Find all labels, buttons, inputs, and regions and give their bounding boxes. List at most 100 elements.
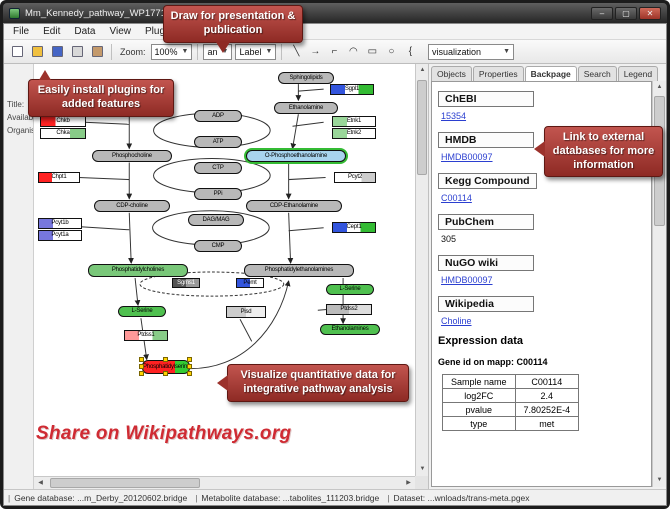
selection-handle[interactable]: [139, 357, 144, 362]
node-sgpl1[interactable]: Sgpl1: [330, 84, 374, 95]
node-adp[interactable]: ADP: [194, 110, 242, 122]
node-l-serine[interactable]: L-Serine: [326, 284, 374, 295]
label-combo[interactable]: Label▼: [235, 43, 277, 60]
node-cdp-choline[interactable]: CDP-choline: [94, 200, 170, 212]
paste-icon[interactable]: [88, 43, 106, 61]
external-link-hmdb[interactable]: HMDB00097: [441, 152, 493, 162]
line-tool[interactable]: ╲: [287, 43, 305, 61]
open-folder-icon[interactable]: [28, 43, 46, 61]
node-pisd[interactable]: Pisd: [226, 306, 266, 318]
node-atp[interactable]: ATP: [194, 136, 242, 148]
tab-legend[interactable]: Legend: [617, 66, 659, 81]
selection-handle[interactable]: [139, 371, 144, 376]
window-title: Mm_Kennedy_pathway_WP1771_45176.gpml: [25, 7, 221, 19]
copy-icon[interactable]: [68, 43, 86, 61]
selection-handle[interactable]: [163, 371, 168, 376]
scroll-down-icon[interactable]: ▼: [656, 477, 663, 483]
menu-file[interactable]: File: [13, 26, 30, 37]
node-ethanolamines[interactable]: Ethanolamines: [320, 324, 380, 335]
horizontal-scroll-thumb[interactable]: [50, 478, 200, 488]
node-ctp[interactable]: CTP: [194, 162, 242, 174]
external-link-kegg-compound[interactable]: C00114: [441, 193, 472, 203]
callout-text: Easily install plugins for added feature…: [37, 84, 165, 110]
selection-handle[interactable]: [187, 357, 192, 362]
scroll-down-icon[interactable]: ▼: [419, 466, 426, 472]
node-cept1[interactable]: Cept1: [332, 222, 376, 233]
node-chpt1[interactable]: Chpt1: [38, 172, 80, 183]
oval-tool[interactable]: ○: [382, 43, 400, 61]
zoom-combo[interactable]: 100% ▼: [150, 43, 193, 60]
tab-objects[interactable]: Objects: [431, 66, 472, 81]
node-dag-mag[interactable]: DAG/MAG: [188, 214, 244, 226]
node-pcyt2[interactable]: Pcyt2: [334, 172, 376, 183]
new-file-icon[interactable]: [8, 43, 26, 61]
callout-text: Draw for presentation & publication: [170, 10, 296, 36]
external-link-chebi[interactable]: 15354: [441, 111, 467, 121]
chevron-down-icon: ▼: [503, 48, 510, 55]
node-chkb[interactable]: Chkb: [40, 116, 86, 127]
scroll-up-icon[interactable]: ▲: [656, 84, 663, 90]
menu-plugins[interactable]: Plugins: [144, 26, 178, 37]
node-pcyt1b[interactable]: Pcyt1b: [38, 218, 82, 229]
external-link-nugo-wiki[interactable]: HMDB00097: [441, 275, 493, 285]
canvas-horizontal-scrollbar[interactable]: ◀ ▶: [34, 476, 415, 489]
arrow-tool[interactable]: →: [306, 43, 324, 61]
node-chka[interactable]: Chka: [40, 128, 86, 139]
brace-tool[interactable]: {: [401, 43, 419, 61]
selection-handle[interactable]: [163, 357, 168, 362]
node-o-phosphoethanolamine[interactable]: O-Phosphoethanolamine: [246, 150, 346, 162]
node-ptdss2[interactable]: Ptdss2: [326, 304, 372, 315]
status-gene-database: Gene database: ...m_Derby_20120602.bridg…: [14, 492, 188, 503]
status-metabolite-database: Metabolite database: ...tabolites_111203…: [201, 492, 380, 503]
selection-handle[interactable]: [187, 364, 192, 369]
copy-icon-glyph: [71, 46, 83, 57]
maximize-button[interactable]: ▢: [615, 6, 637, 20]
menu-edit[interactable]: Edit: [43, 26, 61, 37]
expression-data-heading: Expression data: [438, 335, 523, 347]
info-label-available: Available: [7, 113, 34, 122]
node-ppi[interactable]: PPi: [194, 188, 242, 200]
visualization-combo[interactable]: visualization ▼: [428, 43, 514, 60]
vertical-scroll-thumb[interactable]: [417, 80, 427, 175]
node-cmp[interactable]: CMP: [194, 240, 242, 252]
menu-view[interactable]: View: [109, 26, 131, 37]
tab-search[interactable]: Search: [577, 66, 617, 81]
node-phosphatidylethanolamines[interactable]: Phosphatidylethanolamines: [244, 264, 354, 277]
node-ethanolamine[interactable]: Ethanolamine: [274, 102, 338, 114]
node-l-serine[interactable]: L-Serine: [118, 306, 166, 317]
node-cdp-ethanolamine[interactable]: CDP-Ethanolamine: [246, 200, 342, 212]
node-phosphatidylcholines[interactable]: Phosphatidylcholines: [88, 264, 188, 277]
tab-backpage[interactable]: Backpage: [524, 66, 577, 81]
database-header-pubchem: PubChem: [438, 214, 534, 230]
canvas-vertical-scrollbar[interactable]: ▲ ▼: [415, 64, 428, 476]
toolbar-separator: [281, 43, 283, 60]
selection-handle[interactable]: [187, 371, 192, 376]
node-sgms1[interactable]: Sgms1: [172, 278, 200, 288]
node-phosphocholine[interactable]: Phosphocholine: [92, 150, 172, 162]
toolbar-separator: [111, 43, 112, 60]
tab-properties[interactable]: Properties: [472, 66, 524, 81]
node-sphingolipids[interactable]: Sphingolipids: [278, 72, 334, 84]
selection-handle[interactable]: [139, 364, 144, 369]
external-link-wikipedia[interactable]: Choline: [441, 316, 472, 326]
scroll-right-icon[interactable]: ▶: [406, 480, 411, 486]
node-pemt[interactable]: Pemt: [236, 278, 264, 288]
save-icon[interactable]: [48, 43, 66, 61]
node-ptdss1[interactable]: Ptdss1: [124, 330, 168, 341]
close-button[interactable]: ✕: [639, 6, 661, 20]
pathway-canvas[interactable]: SphingolipidsEthanolamineCholineADPATPPh…: [34, 64, 415, 476]
node-pcyt1a[interactable]: Pcyt1a: [38, 230, 82, 241]
elbow-tool[interactable]: ⌐: [325, 43, 343, 61]
menu-data[interactable]: Data: [74, 26, 96, 37]
rectangle-tool[interactable]: ▭: [363, 43, 381, 61]
minimize-button[interactable]: –: [591, 6, 613, 20]
scroll-up-icon[interactable]: ▲: [419, 67, 426, 73]
scroll-left-icon[interactable]: ◀: [38, 480, 43, 486]
arc-tool[interactable]: ◠: [344, 43, 362, 61]
node-etnk2[interactable]: Etnk2: [332, 128, 376, 139]
status-separator: |: [8, 492, 11, 503]
title-bar[interactable]: Mm_Kennedy_pathway_WP1771_45176.gpml –▢✕: [3, 3, 667, 23]
table-cell: C00114: [514, 374, 580, 389]
node-etnk1[interactable]: Etnk1: [332, 116, 376, 127]
